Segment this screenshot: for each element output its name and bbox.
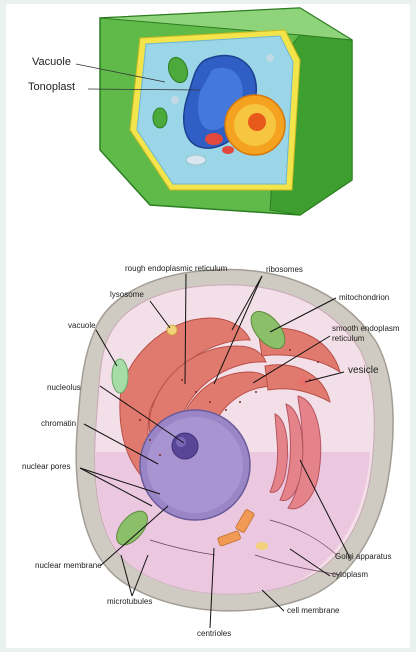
label-vacuole-plant: Vacuole bbox=[32, 56, 71, 68]
label-cytoplasm: cytoplasm bbox=[332, 570, 368, 579]
label-ribosomes: ribosomes bbox=[266, 265, 303, 274]
label-golgi: Golgi apparatus bbox=[335, 552, 391, 561]
label-mitochondrion: mitochondrion bbox=[339, 293, 389, 302]
label-nuclear-pores: nuclear pores bbox=[22, 462, 70, 471]
label-lysosome: lysosome bbox=[110, 290, 144, 299]
label-smooth-er: smooth endoplasm bbox=[332, 324, 400, 333]
label-tonoplast: Tonoplast bbox=[28, 81, 75, 93]
plant-cell-illustration bbox=[76, 8, 352, 215]
label-chromatin: chromatin bbox=[41, 419, 76, 428]
label-vacuole-animal: vacuole bbox=[68, 321, 96, 330]
label-smooth-er-line2: reticulum bbox=[332, 334, 364, 343]
label-centrioles: centrioles bbox=[197, 629, 231, 638]
label-nuclear-membrane: nuclear membrane bbox=[35, 561, 102, 570]
label-vesicle: vesicle bbox=[348, 365, 379, 376]
label-nucleolus: nucleolus bbox=[47, 383, 81, 392]
label-microtubules: microtubules bbox=[107, 597, 152, 606]
label-rough-er: rough endoplasmic reticulum bbox=[125, 264, 227, 273]
label-cell-membrane: cell membrane bbox=[287, 606, 339, 615]
